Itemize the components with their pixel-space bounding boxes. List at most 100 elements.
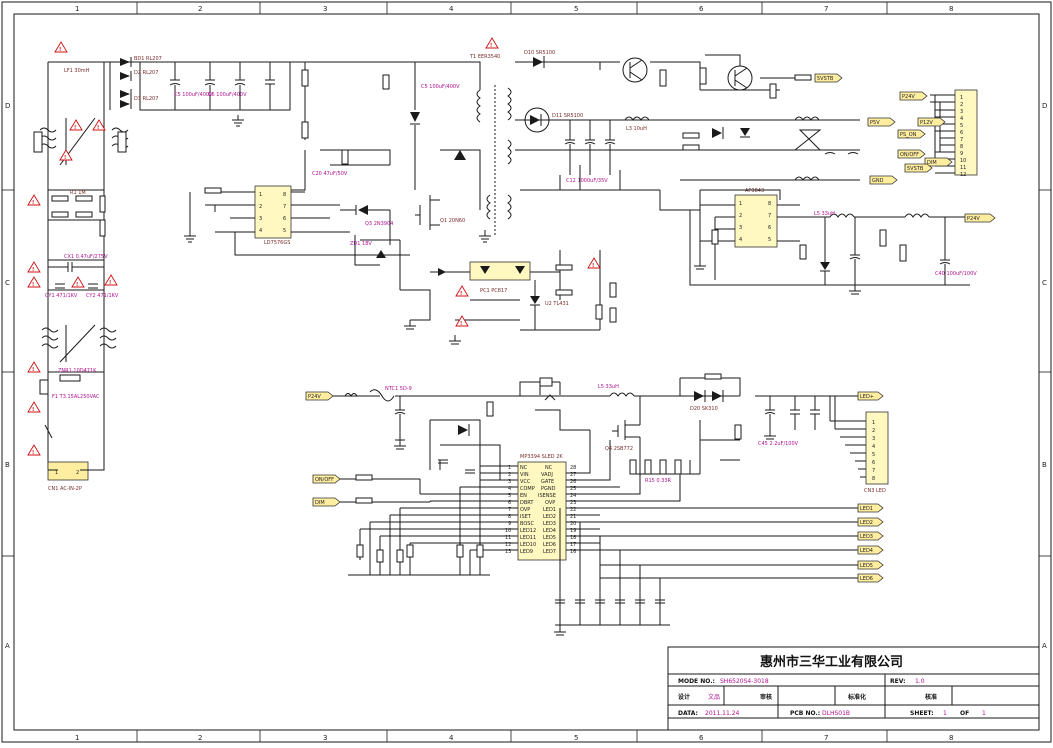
pwm-ic-label: LD7576GS	[264, 240, 290, 246]
port-led-plus[interactable]	[857, 391, 884, 401]
warning-icon: !	[71, 276, 85, 288]
x-capacitor: CX1 0.47uF/275V	[48, 254, 108, 272]
output-connector[interactable]: 1 2 3 4 5 6 7 8 9 10 11 12	[930, 89, 978, 178]
date-label: DATA:	[678, 710, 698, 717]
secondary-outputs: D10 SR5100 D11 SR5100 C12 1000uF/35V L3 …	[515, 50, 860, 225]
svg-text:2: 2	[960, 102, 963, 108]
snubber-diode	[410, 112, 420, 122]
svg-text:8: 8	[508, 514, 511, 520]
design-value: 文品	[708, 693, 720, 701]
svg-text:!: !	[460, 321, 462, 327]
port-ps-on[interactable]	[897, 129, 926, 139]
warning-icon: !	[455, 315, 469, 327]
snubber-label: C5 100uF/400V	[421, 84, 460, 90]
svg-text:9: 9	[508, 521, 511, 527]
led-mosfet-label: Q4 2SB772	[605, 446, 633, 452]
port-dim-in[interactable]	[312, 497, 341, 507]
svg-text:23: 23	[570, 500, 576, 506]
resistor	[51, 195, 69, 202]
svg-text:6: 6	[960, 130, 963, 136]
col-label: 1	[75, 5, 79, 13]
svg-text:LED10: LED10	[520, 542, 536, 548]
svg-text:5: 5	[872, 452, 875, 458]
svg-text:!: !	[97, 125, 99, 131]
sense-resistor-label: R15 0.33R	[645, 478, 672, 484]
svg-text:!: !	[32, 200, 34, 206]
svg-text:2: 2	[872, 428, 875, 434]
ac-input-connector[interactable]	[47, 461, 89, 481]
output-cap-label: C12 1000uF/35V	[566, 178, 608, 184]
svg-text:27: 27	[570, 472, 576, 478]
svg-text:7: 7	[960, 137, 963, 143]
svg-text:1: 1	[508, 465, 511, 471]
svg-text:PS_ON: PS_ON	[900, 132, 917, 138]
drive-circuit: C20 47uF/50V	[312, 149, 431, 321]
design-label: 设计	[678, 693, 690, 701]
resistor	[75, 211, 93, 218]
bridge-diode-c	[120, 89, 132, 99]
main-mosfet: Q1 20N60	[415, 195, 465, 230]
svg-text:2: 2	[259, 204, 262, 210]
port-led1[interactable]	[857, 503, 884, 513]
pcb-label: PCB NO.:	[790, 710, 820, 717]
svg-text:P12V: P12V	[920, 120, 933, 126]
output-rectifier-1: D10 SR5100	[524, 50, 555, 68]
svg-text:!: !	[32, 267, 34, 273]
svg-text:1: 1	[259, 192, 262, 198]
port-24v-in[interactable]	[305, 391, 334, 401]
port-gnd[interactable]	[869, 175, 898, 185]
port-led5[interactable]	[857, 560, 884, 570]
svg-text:5VSTB: 5VSTB	[907, 166, 924, 172]
row-labels: D C B A D C B A	[5, 102, 1047, 650]
svg-text:18: 18	[570, 535, 576, 541]
model-label: MODE NO.:	[678, 678, 715, 685]
date-value: 2011.11.24	[705, 710, 740, 717]
svg-text:12: 12	[960, 172, 966, 178]
col-label: 8	[949, 734, 953, 742]
svg-text:8: 8	[872, 476, 875, 482]
company-name: 惠州市三华工业有限公司	[760, 654, 903, 669]
row-label: C	[1042, 279, 1047, 287]
port-24v-out[interactable]	[964, 213, 996, 223]
svg-text:20: 20	[570, 521, 576, 527]
svg-text:2: 2	[76, 470, 79, 476]
resistor	[51, 211, 69, 218]
svg-text:NC: NC	[520, 465, 528, 471]
svg-text:5VSTB: 5VSTB	[817, 76, 834, 82]
svg-text:!: !	[109, 280, 111, 286]
port-standby[interactable]	[904, 163, 933, 173]
svg-text:11: 11	[960, 165, 966, 171]
bridge-rectifier: BD1 RL207 D2 RL207 D3 RL207 C5 100uF/400…	[104, 56, 291, 127]
model-value: SH6520S4-3018	[720, 678, 769, 685]
port-5v[interactable]	[867, 117, 896, 127]
bridge-label-a: BD1 RL207	[134, 56, 162, 62]
y-capacitors: CY1 471/1KV CY2 471/1KV	[45, 283, 119, 299]
port-12v[interactable]	[917, 117, 946, 127]
svg-text:1: 1	[55, 470, 58, 476]
svg-text:P24V: P24V	[308, 394, 321, 400]
port-led4[interactable]	[857, 545, 884, 555]
port-on-off[interactable]	[897, 149, 926, 159]
svg-text:5: 5	[283, 228, 286, 234]
x-cap-label: CX1 0.47uF/275V	[64, 254, 108, 260]
port-led2[interactable]	[857, 517, 884, 527]
port-led3[interactable]	[857, 531, 884, 541]
ntc-label: NTC1 5D-9	[385, 386, 412, 392]
port-on-off-in[interactable]	[312, 474, 341, 484]
warning-icon: !	[27, 444, 41, 456]
led-connector[interactable]: 1 2 3 4 5 6 7 8 CN3 LED	[829, 396, 889, 494]
port-led6[interactable]	[857, 573, 884, 583]
ground-symbol	[232, 115, 244, 127]
svg-text:2: 2	[739, 213, 742, 219]
port-5v-standby[interactable]	[814, 73, 843, 83]
svg-text:OVP: OVP	[520, 507, 530, 513]
svg-text:21: 21	[570, 514, 576, 520]
svg-text:10: 10	[505, 528, 511, 534]
col-label: 1	[75, 734, 79, 742]
port-24v[interactable]	[899, 91, 928, 101]
ports-upper-right: P24V P12V P5V PS_ON ON/OFF DIM 5VSTB GND…	[814, 73, 953, 185]
optocoupler: PC1 PC817	[430, 250, 561, 300]
svg-text:!: !	[490, 43, 492, 49]
svg-text:16: 16	[570, 549, 576, 555]
